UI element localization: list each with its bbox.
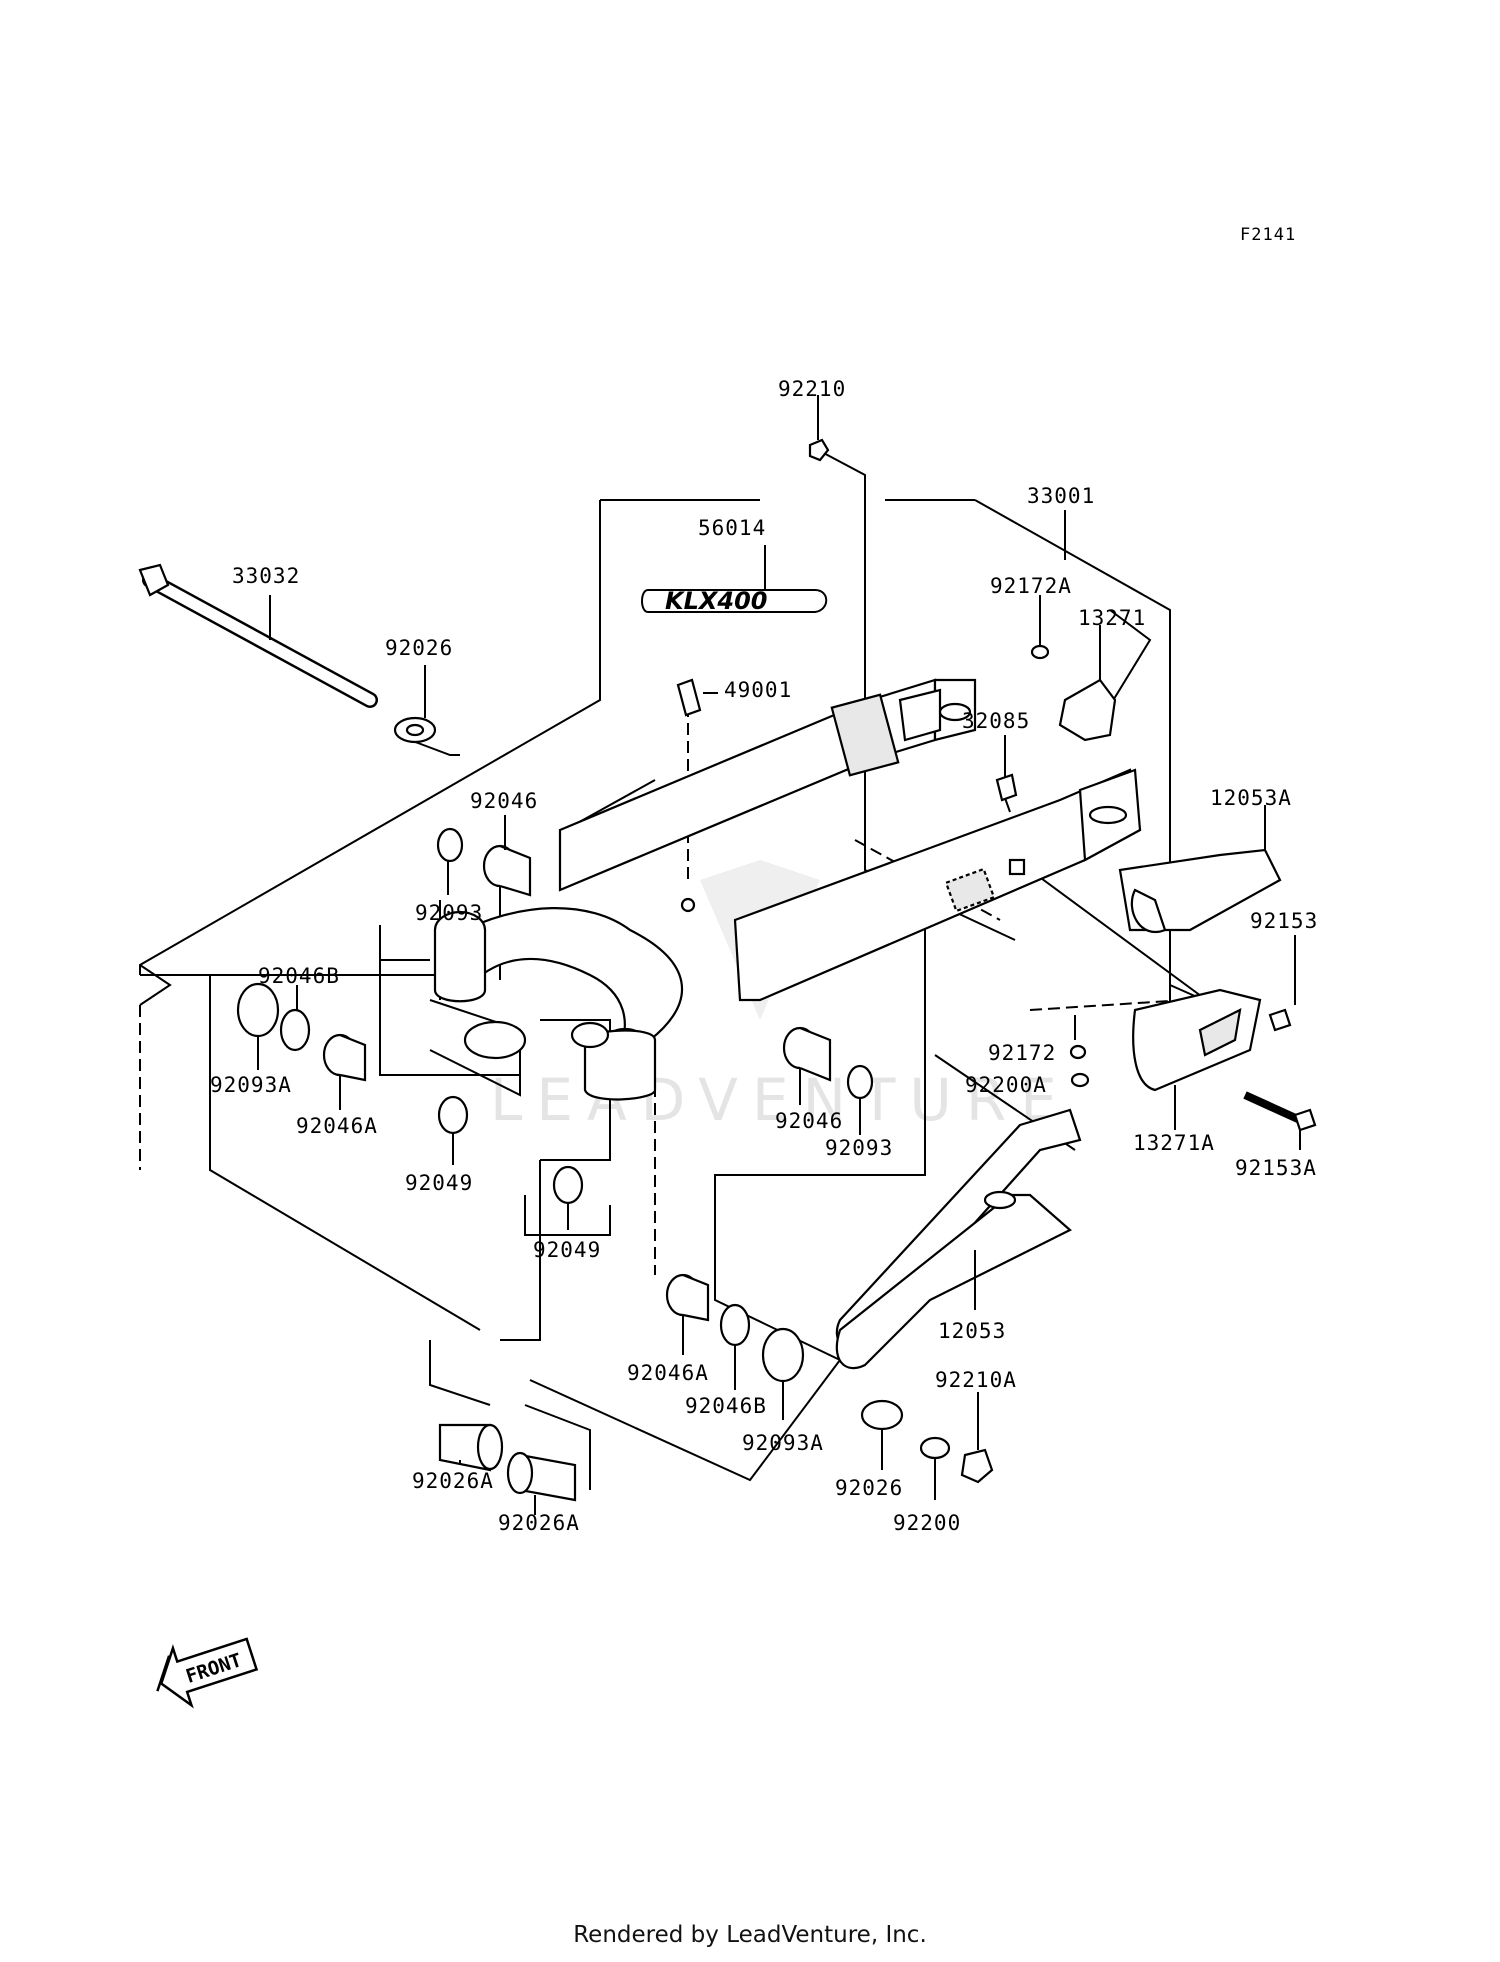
label-92093A-left: 92093A [210, 1073, 292, 1097]
label-92153A: 92153A [1235, 1156, 1317, 1180]
bracket-13271 [1058, 678, 1117, 742]
label-92026A-right: 92026A [498, 1511, 580, 1535]
label-92093-top: 92093 [415, 901, 483, 925]
label-92049-mid: 92049 [533, 1238, 601, 1262]
label-92093-mid: 92093 [825, 1136, 893, 1160]
label-92046-top: 92046 [470, 789, 538, 813]
label-92046A-left: 92046A [296, 1114, 378, 1138]
label-12053: 12053 [938, 1319, 1006, 1343]
label-92049-left: 92049 [405, 1171, 473, 1195]
label-92200: 92200 [893, 1511, 961, 1535]
label-92172: 92172 [988, 1041, 1056, 1065]
label-92200A: 92200A [965, 1073, 1047, 1097]
label-32085: 32085 [962, 709, 1030, 733]
small-parts [236, 438, 1317, 1502]
label-92046A-bot: 92046A [627, 1361, 709, 1385]
label-92046B-left: 92046B [258, 964, 340, 988]
logo-56014: KLX400 [641, 587, 828, 615]
label-92026-bot: 92026 [835, 1476, 903, 1500]
label-13271: 13271 [1078, 606, 1146, 630]
label-56014: 56014 [698, 516, 766, 540]
swingarm-body [433, 678, 1142, 1101]
chain-slider-12053 [835, 1108, 1082, 1370]
label-92093A-bot: 92093A [742, 1431, 824, 1455]
logo-text: KLX400 [665, 587, 768, 615]
label-33001: 33001 [1027, 484, 1095, 508]
footer-credit: Rendered by LeadVenture, Inc. [573, 1922, 927, 1948]
label-92210: 92210 [778, 377, 846, 401]
label-92046B-bot: 92046B [685, 1394, 767, 1418]
label-33032: 33032 [232, 564, 300, 588]
label-92046-mid: 92046 [775, 1109, 843, 1133]
part-labels: 92210 33001 56014 33032 92172A 13271 920… [210, 377, 1318, 1535]
label-92210A: 92210A [935, 1368, 1017, 1392]
label-92026A-left: 92026A [412, 1469, 494, 1493]
chain-guide-12053A [1118, 848, 1282, 1092]
label-leaders [257, 395, 1301, 1515]
label-92026-top: 92026 [385, 636, 453, 660]
front-arrow: FRONT [156, 1637, 259, 1709]
label-13271A: 13271A [1133, 1131, 1215, 1155]
label-12053A: 12053A [1210, 786, 1292, 810]
axle-33032 [138, 563, 378, 708]
figure-code: F2141 [1240, 225, 1296, 245]
label-92172A: 92172A [990, 574, 1072, 598]
reference-frame-lines [139, 449, 1221, 1490]
label-92153: 92153 [1250, 909, 1318, 933]
label-49001: 49001 [724, 678, 792, 702]
